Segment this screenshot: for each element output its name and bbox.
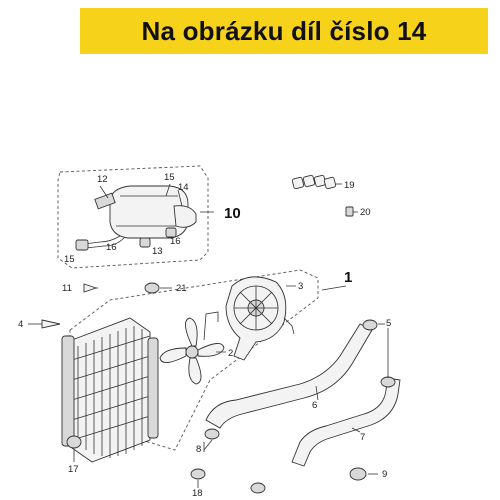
bolt-11 — [83, 283, 98, 293]
radiator-group-outline — [67, 269, 319, 451]
expansion-tank — [75, 185, 197, 251]
hose-6 — [205, 323, 373, 429]
callout-17: 17 — [68, 464, 79, 475]
callout-10: 10 — [224, 205, 241, 222]
callout-7: 7 — [360, 432, 365, 443]
callout-11: 11 — [62, 283, 72, 294]
callout-21: 21 — [176, 283, 187, 294]
tank-group-outline — [57, 165, 209, 269]
grommet-21 — [144, 282, 172, 294]
bolt-4 — [28, 319, 61, 329]
grommet-17 — [66, 435, 82, 462]
callout-15a: 15 — [164, 172, 175, 183]
leader-lines — [99, 183, 361, 451]
callout-8: 8 — [196, 444, 201, 455]
callout-14: 14 — [178, 182, 189, 193]
grommets-18 — [190, 468, 266, 494]
callout-16a: 16 — [106, 242, 117, 253]
clamp-5 — [362, 319, 385, 331]
clamp-5b — [380, 376, 396, 388]
callout-19: 19 — [344, 180, 355, 191]
callout-6: 6 — [312, 400, 317, 411]
callout-15b: 15 — [64, 254, 75, 265]
callout-4: 4 — [18, 319, 23, 330]
fan — [159, 311, 225, 385]
callout-1: 1 — [344, 269, 352, 286]
clamp-8 — [203, 428, 220, 452]
callout-13: 13 — [152, 246, 163, 257]
callout-9: 9 — [382, 469, 387, 480]
callout-16b: 16 — [170, 236, 181, 247]
callout-20: 20 — [360, 207, 371, 218]
clamp-9 — [349, 467, 378, 481]
callout-2: 2 — [228, 348, 233, 359]
banner-title: Na obrázku díl číslo 14 — [141, 15, 427, 46]
radiator — [61, 317, 159, 463]
callout-3: 3 — [298, 281, 303, 292]
clip-20 — [345, 206, 358, 217]
callout-18: 18 — [192, 488, 203, 499]
hose-7 — [291, 377, 401, 467]
fan-shroud — [225, 276, 295, 361]
title-banner: Na obrázku díl číslo 14 — [80, 8, 488, 54]
callout-5: 5 — [386, 318, 391, 329]
callout-12: 12 — [97, 174, 108, 185]
hose-clips-19 — [291, 174, 342, 190]
